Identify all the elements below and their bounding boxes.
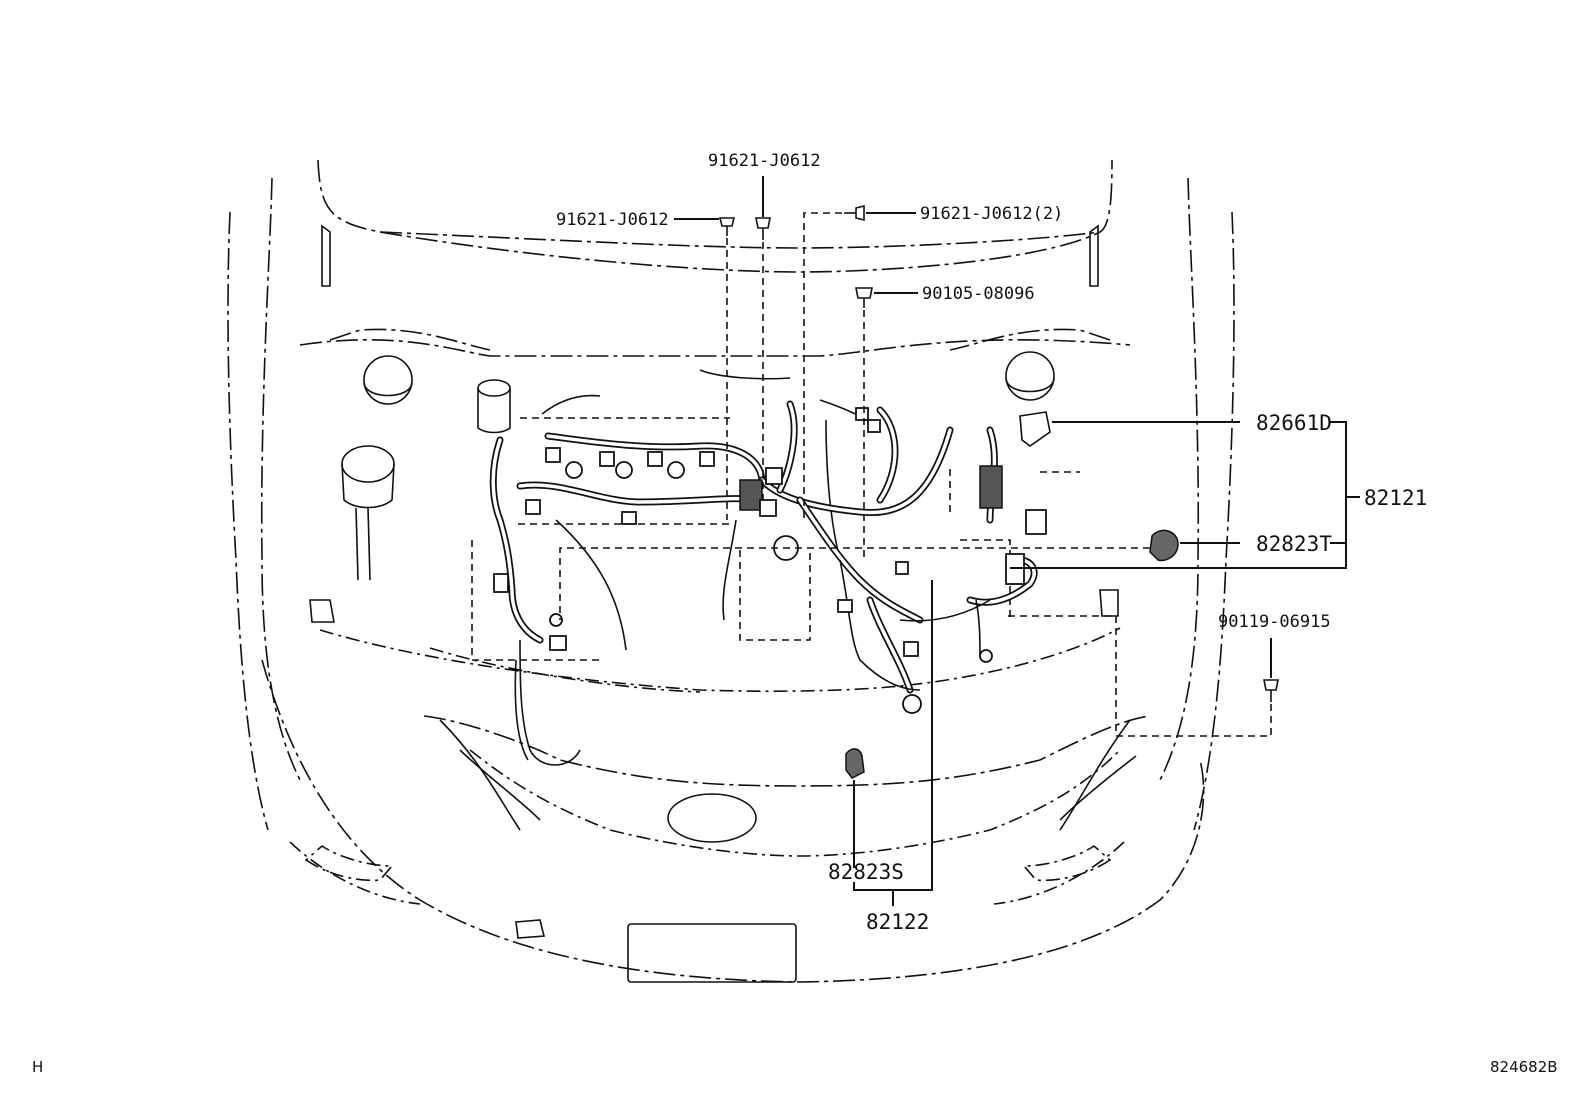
fastener-symbols <box>718 204 1279 779</box>
label-relay-block: 82661D <box>1256 411 1332 435</box>
corner-mark: H <box>32 1058 43 1076</box>
clamp-icon <box>1149 529 1179 562</box>
label-bolt-top: 91621-J0612 <box>708 151 821 171</box>
label-bolt-right: 91621-J0612(2) <box>920 204 1063 224</box>
leader-lines <box>559 176 1360 906</box>
part-labels: 91621-J0612 91621-J0612 91621-J0612(2) 9… <box>556 151 1427 934</box>
bolt-icon <box>755 217 771 240</box>
bolt-icon <box>718 217 736 236</box>
label-harness-sub: 82122 <box>866 910 929 934</box>
label-harness-main: 82121 <box>1364 486 1427 510</box>
bolt-icon <box>1263 679 1279 702</box>
engine-wire-harness <box>489 400 1051 766</box>
label-clamp-right: 82823T <box>1256 532 1332 556</box>
clamp-icon <box>845 748 865 779</box>
bolt-icon <box>855 287 873 308</box>
label-bolt-left: 91621-J0612 <box>556 210 669 230</box>
label-clamp-lower: 82823S <box>828 860 904 884</box>
label-bolt-far-right: 90119-06915 <box>1218 612 1331 632</box>
figure-number: 824682B <box>1490 1058 1558 1076</box>
bolt-icon <box>844 204 865 222</box>
vehicle-body-outline <box>227 159 1235 983</box>
label-bolt-mid: 90105-08096 <box>922 284 1035 304</box>
